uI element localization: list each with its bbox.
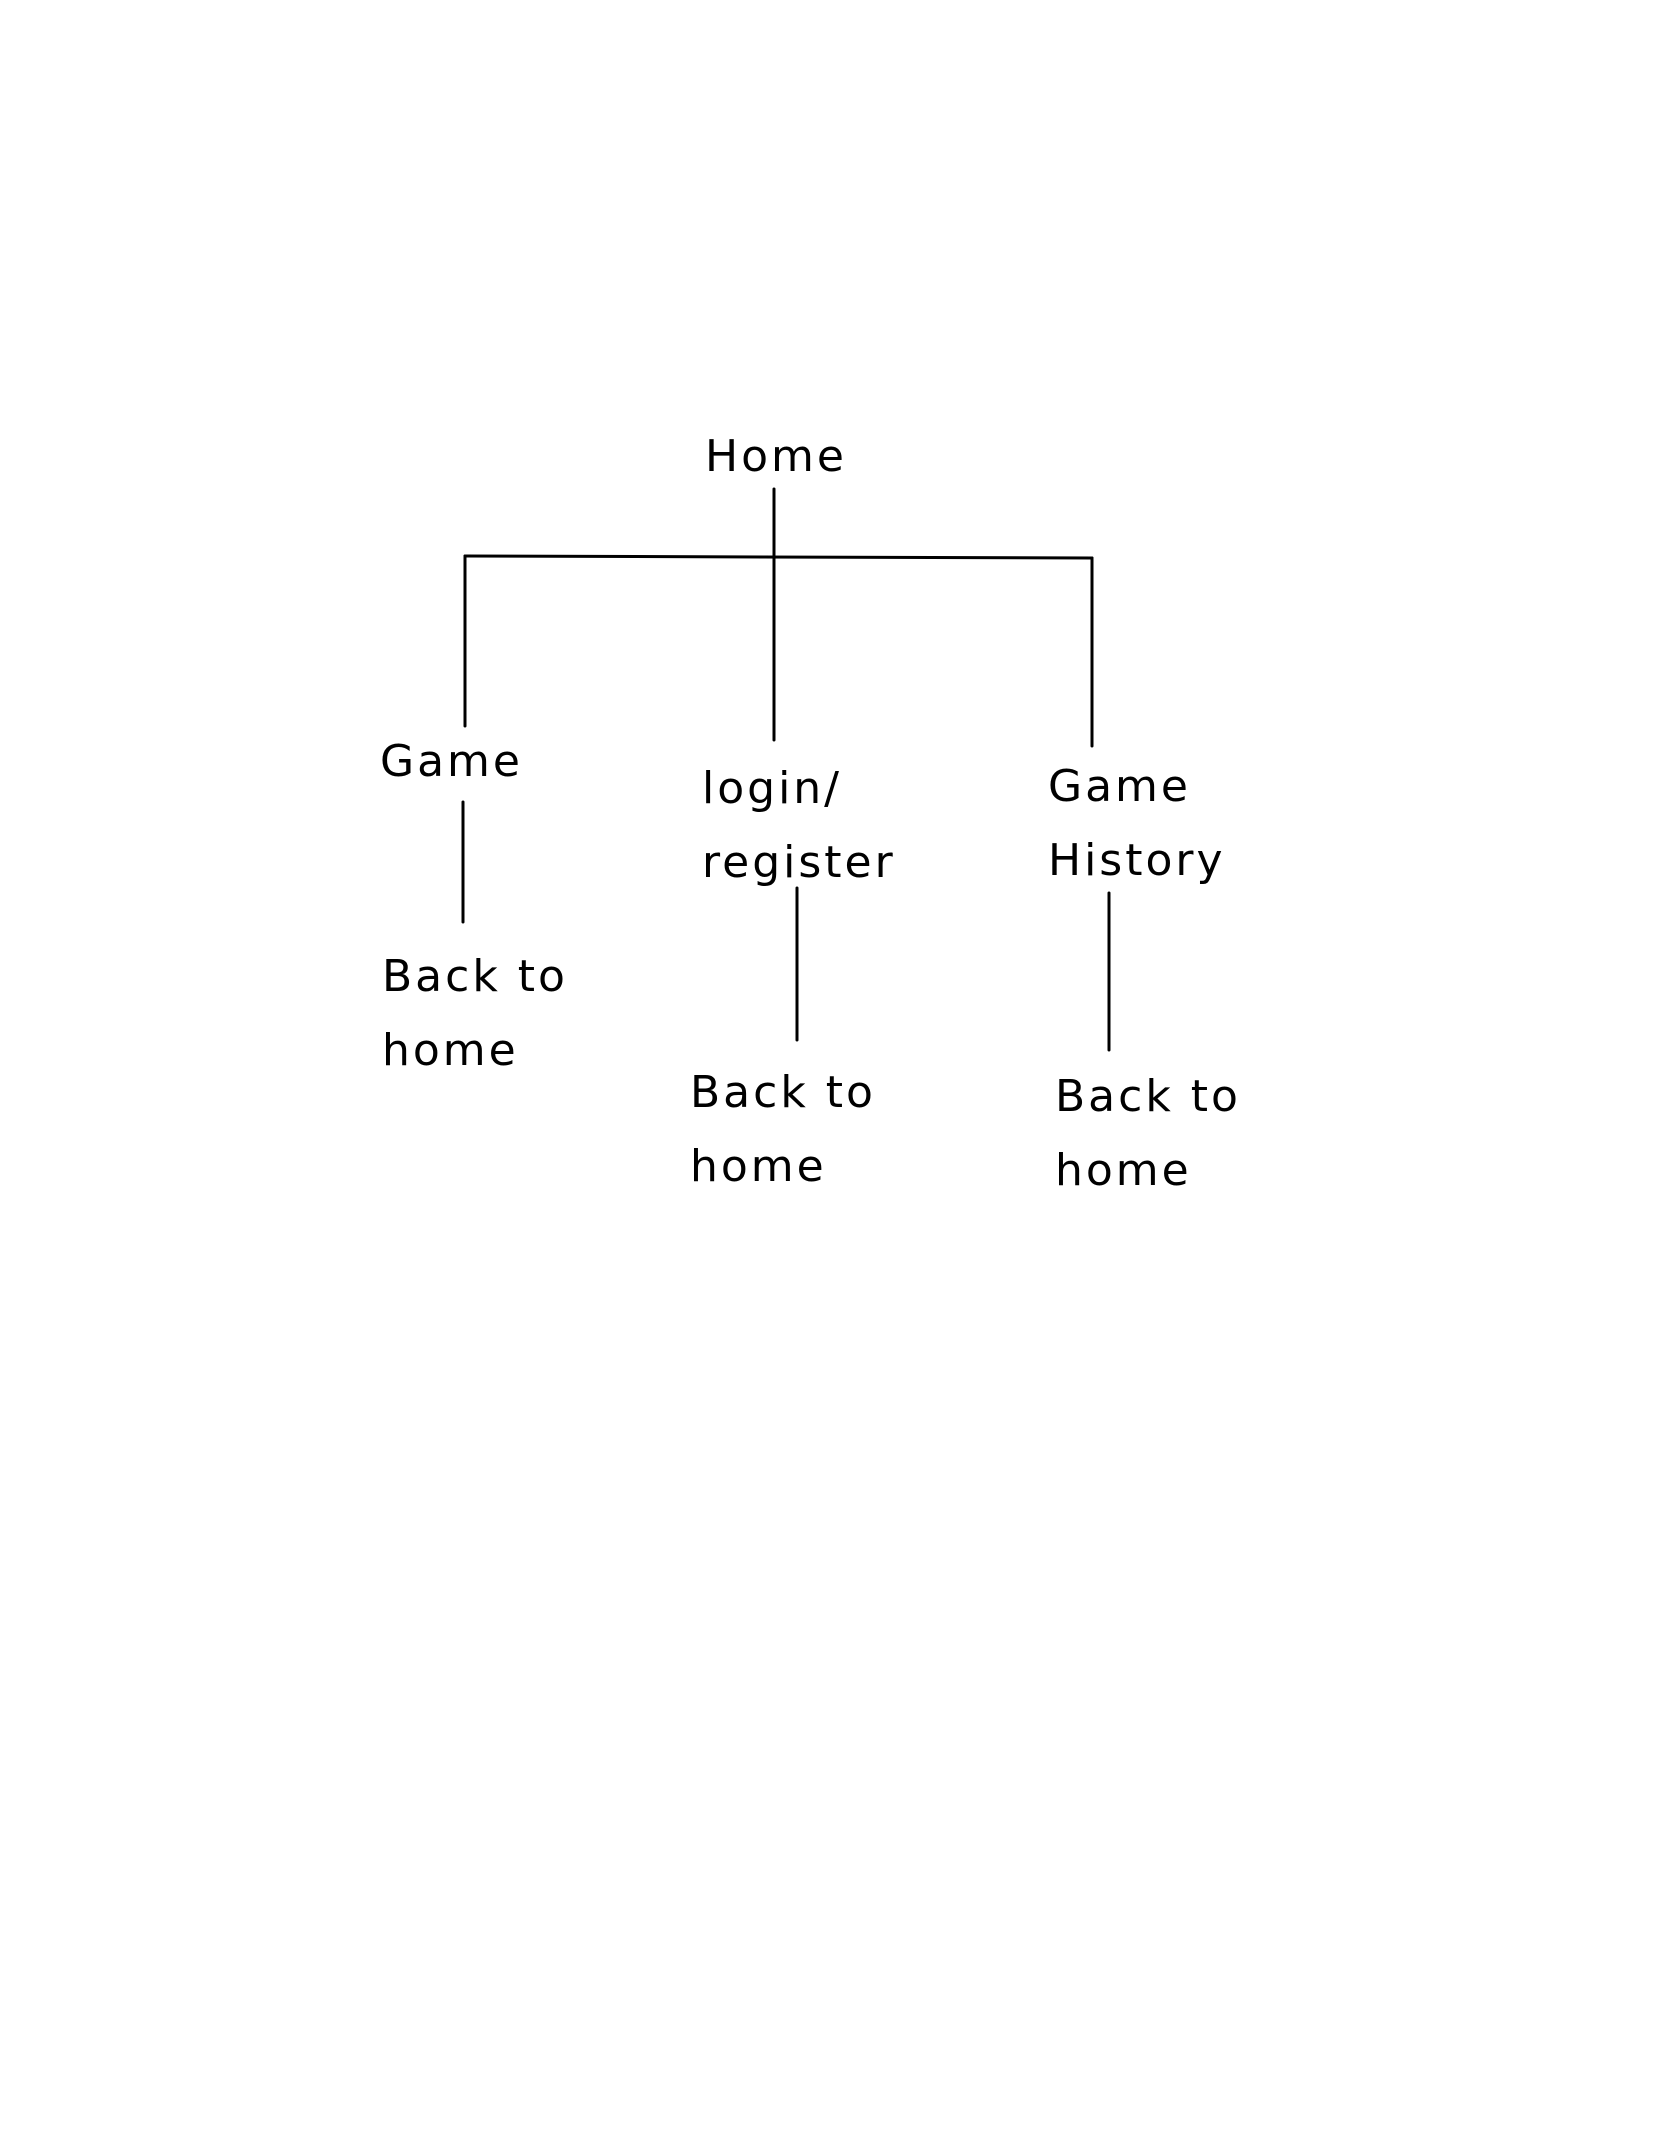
home-node-label: Home [705,431,847,482]
login-register-label-line-1: login/ [702,763,843,814]
home-node: Home [705,420,847,494]
login-register-node: login/ register [702,752,896,900]
history-back-to-home-node: Back to home [1055,1060,1241,1208]
game-back-label-line-1: Back to [382,951,568,1002]
login-register-label-line-2: register [702,837,896,888]
history-back-label-line-1: Back to [1055,1071,1241,1122]
history-back-label-line-2: home [1055,1145,1192,1196]
game-node-label: Game [380,736,523,787]
game-node: Game [380,725,523,799]
game-history-node: Game History [1048,750,1226,898]
game-back-to-home-node: Back to home [382,940,568,1088]
login-back-label-line-2: home [690,1141,827,1192]
game-history-label-line-1: Game [1048,761,1191,812]
login-back-label-line-1: Back to [690,1067,876,1118]
game-history-label-line-2: History [1048,835,1226,886]
game-back-label-line-2: home [382,1025,519,1076]
login-back-to-home-node: Back to home [690,1056,876,1204]
horizontal-branch-line [463,554,1094,560]
